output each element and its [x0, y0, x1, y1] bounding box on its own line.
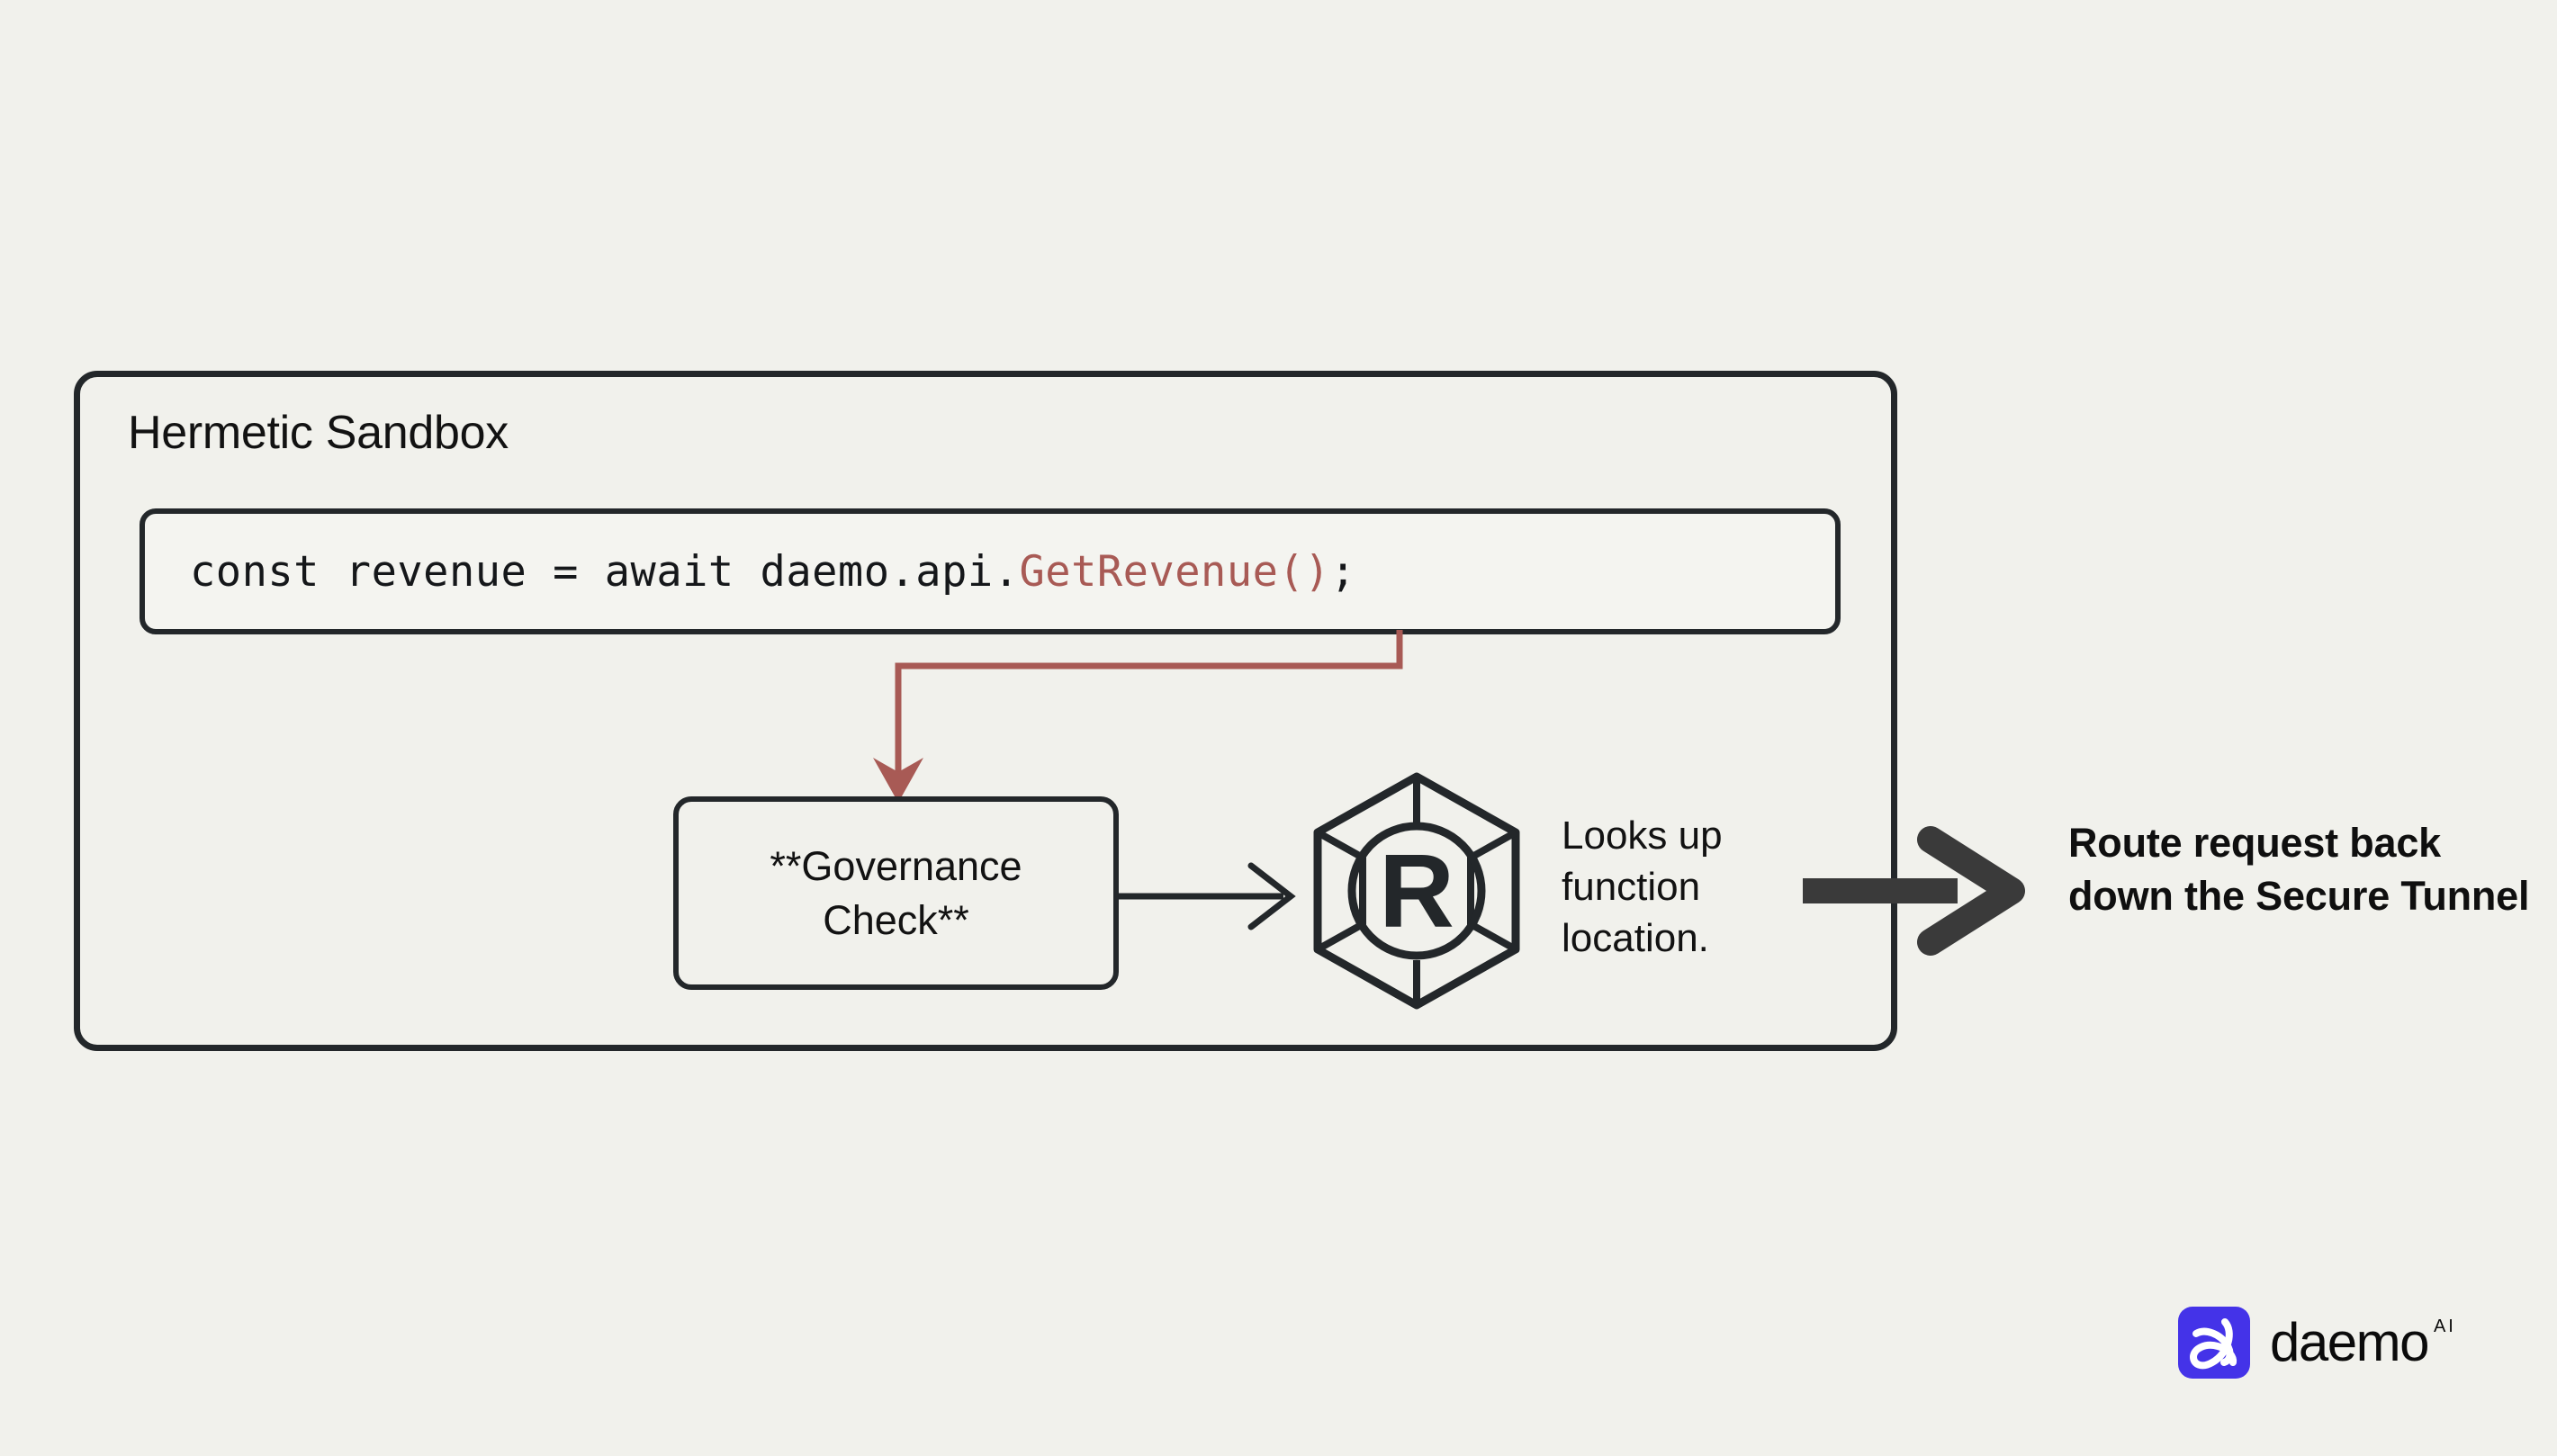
egress-description-text: Route request back down the Secure Tunne…	[2068, 820, 2530, 919]
registry-lookup-caption: Looks up function location.	[1562, 813, 1723, 961]
registry-letter: R	[1379, 832, 1454, 949]
code-api-call: GetRevenue()	[1019, 546, 1331, 597]
governance-check-label: **Governance Check**	[770, 843, 1022, 943]
code-prefix: const revenue = await daemo.api.	[190, 546, 1020, 597]
sandbox-title: Hermetic Sandbox	[128, 407, 509, 459]
brand-superscript: AI	[2433, 1317, 2456, 1336]
daemo-swoosh-glyph	[2189, 1318, 2237, 1370]
registry-hexagon-r-icon: R	[1313, 772, 1520, 1010]
code-suffix: ;	[1330, 546, 1356, 597]
code-line: const revenue = await daemo.api.GetReven…	[190, 547, 1356, 597]
governance-check-box: **Governance Check**	[673, 796, 1119, 990]
code-block: const revenue = await daemo.api.GetReven…	[140, 508, 1841, 634]
brand-logo: daemo AI	[2178, 1307, 2456, 1379]
brand-name: daemo	[2270, 1312, 2429, 1372]
daemo-swoosh-icon	[2178, 1307, 2250, 1379]
brand-wordmark: daemo AI	[2270, 1316, 2456, 1370]
